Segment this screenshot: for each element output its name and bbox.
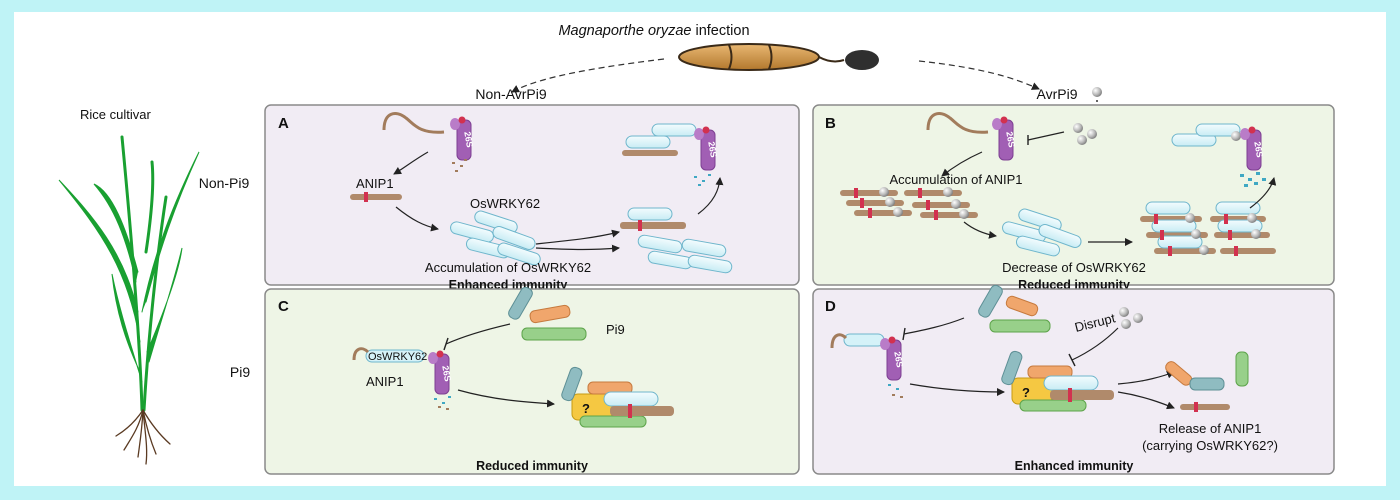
figure-svg: Magnaporthe oryzae infection Non-AvrPi9 …	[58, 23, 1335, 475]
wrky-anip-complex	[620, 207, 686, 231]
panel-b-note-top: Accumulation of ANIP1	[890, 172, 1023, 187]
release-label-2: (carrying OsWRKY62?)	[1142, 438, 1278, 453]
arrow-non-avrpi9	[511, 58, 665, 93]
panel-b: B 26S Accumulation of ANIP1	[812, 104, 1335, 292]
pi9-receptor-icon	[506, 285, 587, 341]
wrky-degradation-group: 26S	[622, 123, 719, 186]
pi9-receptor-icon-d	[976, 283, 1051, 333]
panel-c-anip1-label: ANIP1	[366, 374, 404, 389]
released-pi9	[1165, 351, 1249, 391]
panel-d: D Disrupt 26S ?	[812, 283, 1335, 475]
plant-label: Rice cultivar	[80, 107, 151, 122]
anip1-bar	[350, 192, 402, 202]
pi9-anip-wrky-complex-d: ?	[999, 349, 1114, 412]
panel-d-result: Enhanced immunity	[1015, 459, 1134, 473]
figure-canvas: Magnaporthe oryzae infection Non-AvrPi9 …	[14, 12, 1386, 486]
row-label-pi9: Pi9	[230, 364, 250, 380]
wrky-degradation-group-b: 26S	[1171, 123, 1266, 187]
panel-a-letter: A	[278, 115, 289, 132]
row-label-non-pi9: Non-Pi9	[199, 175, 250, 191]
inhibition-bar-c	[445, 323, 511, 345]
inhibition-bar-b	[1027, 131, 1065, 141]
disrupt-inhibition	[1071, 327, 1119, 361]
branch-non-avrpi9: Non-AvrPi9	[475, 86, 547, 102]
panel-b-note: Decrease of OsWRKY62	[1002, 260, 1146, 275]
panel-c: C Pi9 OsWRKY62 26S ANIP1 ?	[264, 285, 800, 475]
wrky-anip-degradation-c: OsWRKY62 26S	[352, 347, 453, 410]
panel-a-anip1-label: ANIP1	[356, 176, 394, 191]
panel-c-letter: C	[278, 298, 289, 315]
panel-a: A 26S ANIP1 OsWRKY62	[264, 104, 800, 292]
anip1-protected-group: 26S	[926, 112, 1017, 161]
anip1-degradation-group: 26S	[382, 112, 475, 172]
panel-b-frame	[812, 104, 1335, 286]
unknown-mark-d: ?	[1022, 385, 1030, 400]
arrow-avrpi9	[918, 60, 1040, 90]
anip1-accumulation	[840, 187, 978, 220]
panel-b-letter: B	[825, 115, 836, 132]
proteasome-label-b1: 26S	[1004, 131, 1017, 149]
panel-c-wrky-label: OsWRKY62	[368, 351, 427, 363]
pi9-anip-wrky-complex: ?	[559, 365, 674, 428]
proteasome-label-a2: 26S	[706, 141, 719, 159]
branch-avrpi9: AvrPi9	[1037, 86, 1078, 102]
panel-a-wrky-label: OsWRKY62	[470, 196, 540, 211]
panel-c-frame	[264, 288, 800, 475]
panel-a-note: Accumulation of OsWRKY62	[425, 260, 591, 275]
wrky-anip-degradation-d: 26S	[830, 333, 905, 398]
wrky-anip-ball-complexes	[1140, 201, 1276, 256]
infection-title: Magnaporthe oryzae infection	[558, 23, 749, 39]
panel-d-letter: D	[825, 298, 836, 315]
proteasome-label-b2: 26S	[1252, 141, 1265, 159]
inhibition-bar-d	[903, 317, 965, 335]
fungal-spore-icon	[678, 43, 879, 71]
panel-c-pi9-label: Pi9	[606, 322, 625, 337]
panel-c-result: Reduced immunity	[476, 459, 588, 473]
rice-plant-icon	[58, 135, 200, 465]
proteasome-label-c: 26S	[440, 365, 453, 383]
proteasome-label: 26S	[462, 131, 475, 149]
released-anip1	[1180, 402, 1230, 412]
proteasome-label-d: 26S	[892, 351, 905, 369]
release-label-1: Release of ANIP1	[1159, 421, 1262, 436]
unknown-mark-c: ?	[582, 401, 590, 416]
